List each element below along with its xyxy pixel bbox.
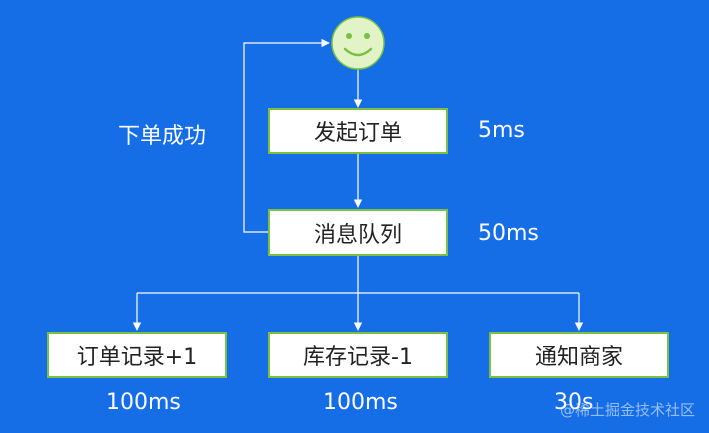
smiley-face-icon bbox=[331, 16, 385, 70]
feedback-label: 下单成功 bbox=[118, 124, 207, 149]
timing-inventory-record: 100ms bbox=[323, 390, 398, 415]
node-inventory-record: 库存记录-1 bbox=[268, 332, 448, 378]
node-message-queue: 消息队列 bbox=[268, 209, 448, 256]
node-order-record: 订单记录+1 bbox=[47, 332, 227, 378]
watermark-text: @稀土掘金技术社区 bbox=[560, 401, 696, 419]
node-notify-merchant: 通知商家 bbox=[489, 332, 669, 378]
timing-notify-merchant: 30s bbox=[554, 390, 594, 415]
timing-order-record: 100ms bbox=[106, 390, 181, 415]
node-place-order: 发起订单 bbox=[268, 108, 448, 154]
timing-place-order: 5ms bbox=[478, 118, 525, 143]
timing-message-queue: 50ms bbox=[478, 221, 539, 246]
arrow-queue-to-face bbox=[243, 38, 330, 233]
